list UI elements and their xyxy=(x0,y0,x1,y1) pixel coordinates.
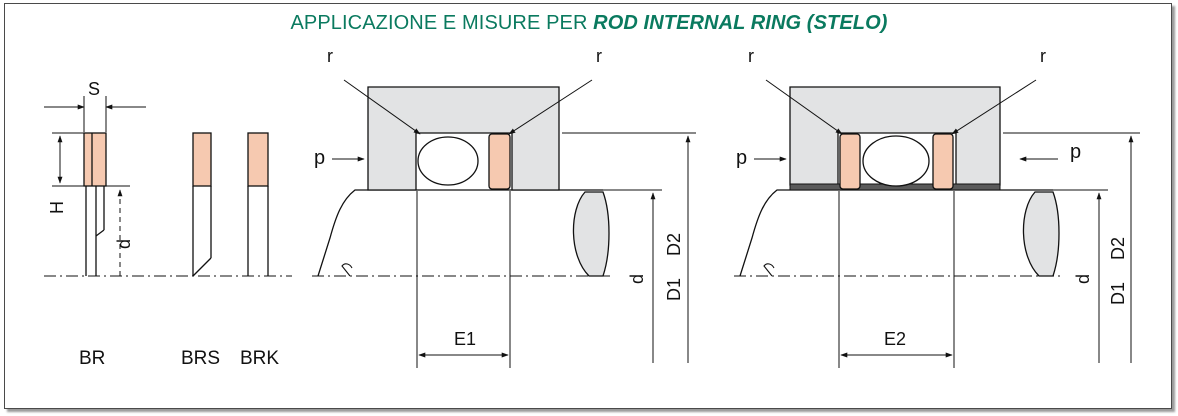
p-label-2-left: p xyxy=(736,147,747,169)
br-rod-chamfer xyxy=(95,229,105,237)
d1-label-2: D1 xyxy=(1108,282,1128,305)
rod-1-outline xyxy=(317,189,603,277)
backup-ring-2-left xyxy=(839,133,861,190)
r-label-1-left: r xyxy=(327,46,333,66)
rod-2-break-left xyxy=(763,263,775,277)
rod-2-outline xyxy=(739,189,1053,277)
d1-label-1: D1 xyxy=(664,278,684,301)
r-leader-1-left xyxy=(343,79,421,135)
p-label-1: p xyxy=(314,147,325,169)
r-leader-1-right xyxy=(508,79,593,135)
r-label-1-right: r xyxy=(596,46,602,66)
rod-2-break-right xyxy=(1022,191,1060,277)
assembly-1 xyxy=(312,79,696,368)
h-label: H xyxy=(47,201,67,214)
title-emphasis: ROD INTERNAL RING (STELO) xyxy=(593,12,888,34)
e1-label: E1 xyxy=(454,329,476,349)
profile-name-brk: BRK xyxy=(240,348,279,369)
r-leader-2-right xyxy=(951,79,1037,135)
title-prefix: APPLICAZIONE E MISURE PER xyxy=(290,12,594,34)
d2-label-1: D2 xyxy=(664,233,684,256)
d-label-1: d xyxy=(627,274,647,284)
rod-1-break-left xyxy=(341,263,353,277)
r-label-2-right: r xyxy=(1040,46,1046,66)
d-label-profiles: d xyxy=(114,239,134,249)
d-label-2: d xyxy=(1073,274,1093,284)
brk-ring-section xyxy=(247,132,269,187)
o-ring-1 xyxy=(417,136,479,186)
br-ring-section xyxy=(83,132,107,187)
brs-rod-chamfer xyxy=(192,257,212,277)
p-label-2-right: p xyxy=(1070,141,1081,163)
profile-name-br: BR xyxy=(79,348,105,369)
r-label-2-left: r xyxy=(748,46,754,66)
brs-ring-section xyxy=(192,132,212,187)
backup-ring-2-right xyxy=(932,133,954,190)
s-label: S xyxy=(88,79,100,99)
r-leader-2-left xyxy=(765,79,843,135)
d2-label-2: D2 xyxy=(1108,237,1128,260)
e2-label: E2 xyxy=(884,329,906,349)
profiles-panel xyxy=(44,96,292,277)
assembly-2 xyxy=(734,79,1140,368)
rod-1-break-right xyxy=(572,191,610,277)
figure-title: APPLICAZIONE E MISURE PER ROD INTERNAL R… xyxy=(0,12,1178,35)
profile-name-brs: BRS xyxy=(181,348,220,369)
o-ring-2 xyxy=(862,135,930,187)
backup-ring-1 xyxy=(488,133,511,190)
